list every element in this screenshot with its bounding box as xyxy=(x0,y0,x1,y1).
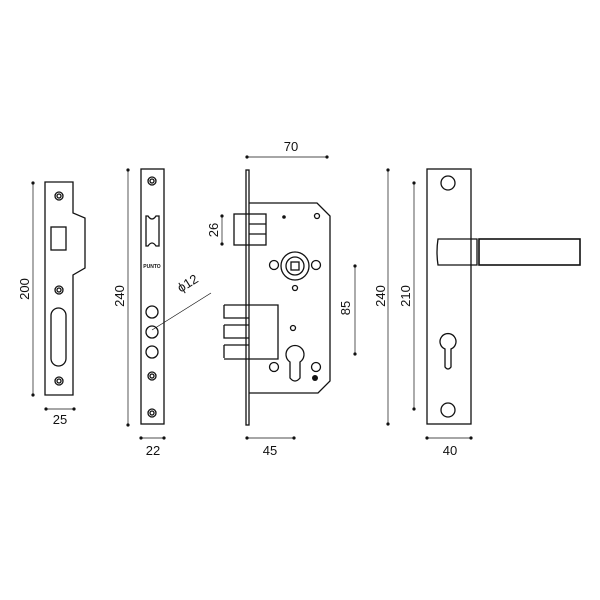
label-phi12: ϕ12 xyxy=(174,271,200,295)
label-25: 25 xyxy=(53,412,67,427)
dimension-40: 40 xyxy=(425,436,473,458)
label-22: 22 xyxy=(146,443,160,458)
dimension-faceplate-width: 22 xyxy=(139,436,166,458)
dimension-faceplate-height: 240 xyxy=(112,168,130,427)
dimension-26: 26 xyxy=(206,214,224,246)
label-40: 40 xyxy=(443,443,457,458)
label-70: 70 xyxy=(284,139,298,154)
dimension-hole-diameter: ϕ12 xyxy=(151,271,212,331)
label-200: 200 xyxy=(17,278,32,300)
dimension-70: 70 xyxy=(245,139,329,159)
lock-body xyxy=(223,169,331,426)
dimension-45: 45 xyxy=(245,436,296,458)
strike-plate xyxy=(44,181,86,396)
dimension-210: 210 xyxy=(398,181,416,411)
lock-faceplate: PUNTO xyxy=(140,168,165,425)
label-45: 45 xyxy=(263,443,277,458)
dimension-handle-240: 240 xyxy=(373,168,390,426)
handle-plate xyxy=(426,168,472,425)
dimension-85: 85 xyxy=(338,264,357,356)
label-210: 210 xyxy=(398,285,413,307)
dimension-strike-width: 25 xyxy=(44,407,76,427)
label-handle-240: 240 xyxy=(373,285,388,307)
label-240: 240 xyxy=(112,285,127,307)
lever-handle xyxy=(436,238,581,266)
label-85: 85 xyxy=(338,301,353,315)
brand-logo: PUNTO xyxy=(143,264,161,270)
label-26: 26 xyxy=(206,223,221,237)
dimension-strike-height: 200 xyxy=(17,181,35,397)
